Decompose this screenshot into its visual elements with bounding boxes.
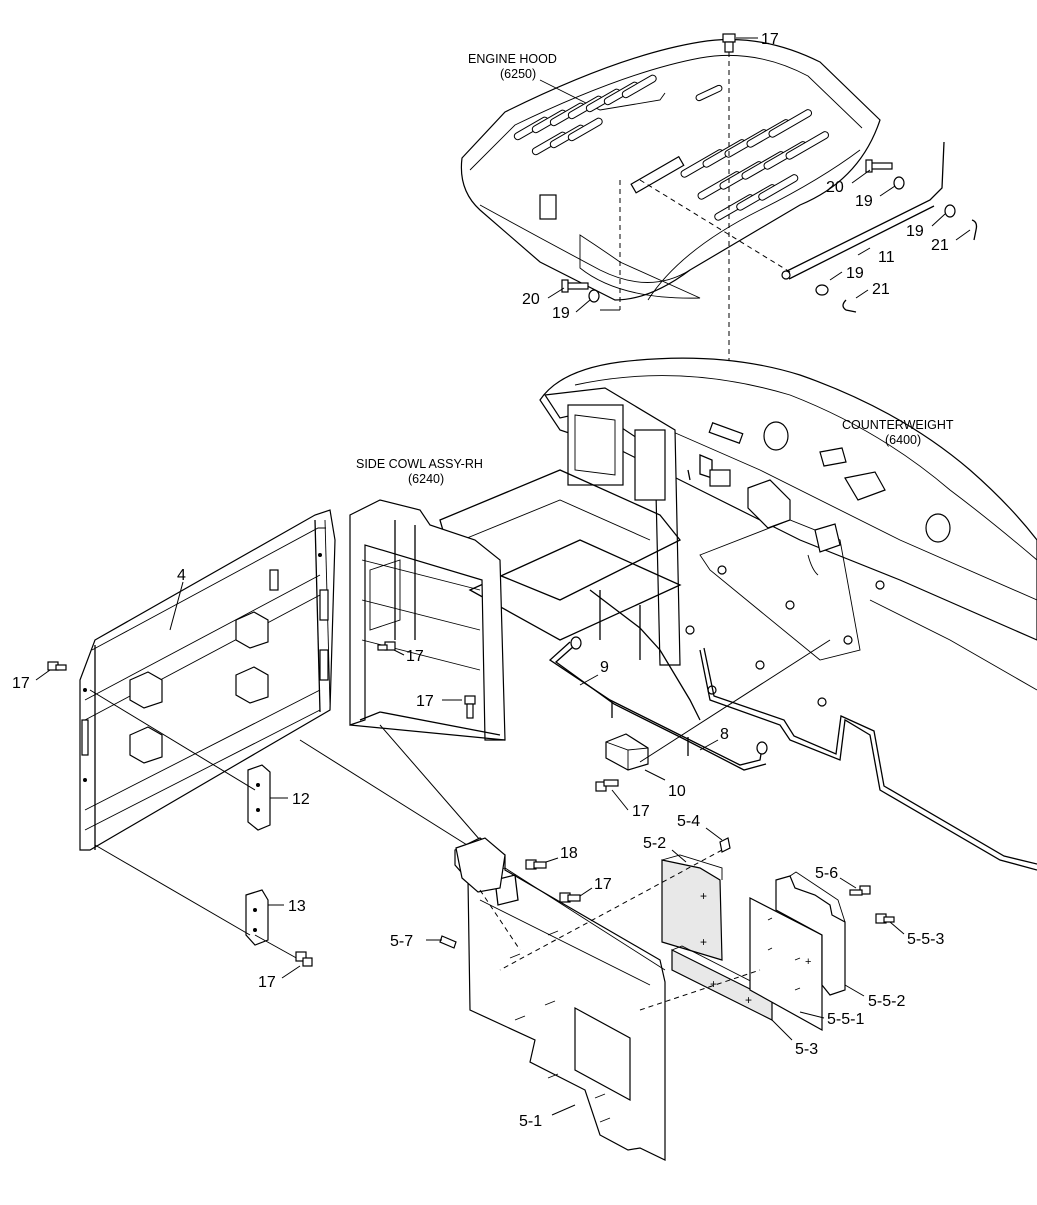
- callout-19-right-b: 19: [906, 223, 924, 240]
- side-cowl-frame: [349, 499, 506, 741]
- cotter-pin-21-a: [971, 219, 978, 241]
- callout-20-left: 20: [522, 291, 540, 308]
- dash-line-bracket: [479, 889, 521, 951]
- hood-vent-slots-left: [513, 74, 657, 156]
- bolt-5-6: [849, 885, 871, 896]
- callout-17-bottom: 17: [258, 974, 276, 991]
- engine-hood-code: (6250): [500, 67, 536, 81]
- pin-20-left: [561, 279, 589, 293]
- washer-19-right-c: [815, 284, 829, 296]
- svg-text:+: +: [745, 993, 752, 1007]
- callout-9: 9: [600, 659, 609, 676]
- assembly-titles: ENGINE HOOD (6250) COUNTERWEIGHT (6400) …: [356, 52, 954, 486]
- callout-5-4: 5-4: [677, 813, 700, 830]
- callout-leaders: [35, 37, 971, 1116]
- callout-11: 11: [878, 249, 895, 266]
- callout-17-panel: 17: [594, 876, 612, 893]
- callout-5-5-3: 5-5-3: [907, 931, 944, 948]
- panel-5-1-slots: [509, 930, 611, 1123]
- bolt-17-bottom: [295, 951, 313, 967]
- callout-19-right-c: 19: [846, 265, 864, 282]
- callout-17-left: 17: [12, 675, 30, 692]
- bolt-18: [525, 859, 547, 870]
- hood-vent-slots-right: [680, 109, 830, 221]
- pin-5-4: [499, 837, 731, 971]
- callout-5-6: 5-6: [815, 865, 838, 882]
- callout-numbers: 17 20 19 19 21 11 19 21 20 19 4 17 17 17…: [12, 31, 949, 1130]
- washer-19-right-a: [893, 176, 905, 190]
- panel-5-1-cutout: [574, 1006, 631, 1102]
- svg-text:+: +: [805, 956, 811, 968]
- callout-12: 12: [292, 791, 310, 808]
- cotter-pin-21-b: [842, 299, 857, 313]
- counterweight-code: (6400): [885, 433, 921, 447]
- hood-hinge-plate: [630, 155, 685, 194]
- engine-hood: [460, 38, 881, 301]
- callout-18: 18: [560, 845, 578, 862]
- callout-13: 13: [288, 898, 306, 915]
- bolt-17-left: [47, 661, 67, 671]
- svg-text:+: +: [700, 889, 707, 903]
- bolt-17-mid2: [464, 695, 476, 719]
- callout-10: 10: [668, 783, 686, 800]
- callout-20-right: 20: [826, 179, 844, 196]
- svg-text:+: +: [700, 935, 707, 949]
- washer-19-left: [588, 289, 600, 303]
- callout-17-low: 17: [632, 803, 650, 820]
- hood-lock-bracket: [539, 194, 557, 220]
- bracket-13: [245, 889, 269, 946]
- callout-17-mid2: 17: [416, 693, 434, 710]
- clamp-block-10: [605, 733, 649, 771]
- callout-5-3: 5-3: [795, 1041, 818, 1058]
- callout-5-5-2: 5-5-2: [868, 993, 905, 1010]
- support-rod-11: [639, 141, 945, 280]
- pipe-assembly-9-8: [548, 636, 768, 771]
- side-door-4: [79, 509, 336, 851]
- callout-21-right-b: 21: [872, 281, 890, 298]
- main-frame: [439, 387, 1037, 871]
- callout-5-2: 5-2: [643, 835, 666, 852]
- pad-5-2: + +: [661, 854, 723, 961]
- callout-19-right-a: 19: [855, 193, 873, 210]
- bolt-17-top: [722, 33, 736, 440]
- bracket-12: [247, 764, 271, 831]
- bolt-17-mid: [377, 641, 396, 651]
- pin-20-right: [865, 159, 893, 173]
- side-cowl-title: SIDE COWL ASSY-RH: [356, 457, 483, 471]
- washer-19-right-b: [944, 204, 956, 218]
- panel-5-1: [454, 837, 666, 1161]
- hood-latch-slot: [695, 84, 723, 102]
- pad-5-5-2: [775, 871, 846, 996]
- dash-line-panel: [639, 969, 761, 1011]
- callout-17-top: 17: [761, 31, 779, 48]
- bracket-5-7: [439, 837, 506, 949]
- bolt-5-5-3: [875, 913, 895, 924]
- callout-4: 4: [177, 567, 186, 584]
- callout-19-left: 19: [552, 305, 570, 322]
- callout-8: 8: [720, 726, 729, 743]
- callout-21-right-a: 21: [931, 237, 949, 254]
- bolt-17-panel: [559, 892, 581, 903]
- callout-5-7: 5-7: [390, 933, 413, 950]
- svg-text:+: +: [710, 977, 717, 991]
- assembly-lines: [89, 639, 831, 961]
- side-cowl-code: (6240): [408, 472, 444, 486]
- engine-hood-title: ENGINE HOOD: [468, 52, 557, 66]
- plate-5-5-1: +: [749, 897, 823, 1032]
- callout-17-mid: 17: [406, 648, 424, 665]
- mount-dots: [685, 565, 885, 707]
- bolt-17-low: [595, 779, 619, 792]
- callout-5-5-1: 5-5-1: [827, 1011, 864, 1028]
- callout-5-1: 5-1: [519, 1113, 542, 1130]
- counterweight-title: COUNTERWEIGHT: [842, 418, 954, 432]
